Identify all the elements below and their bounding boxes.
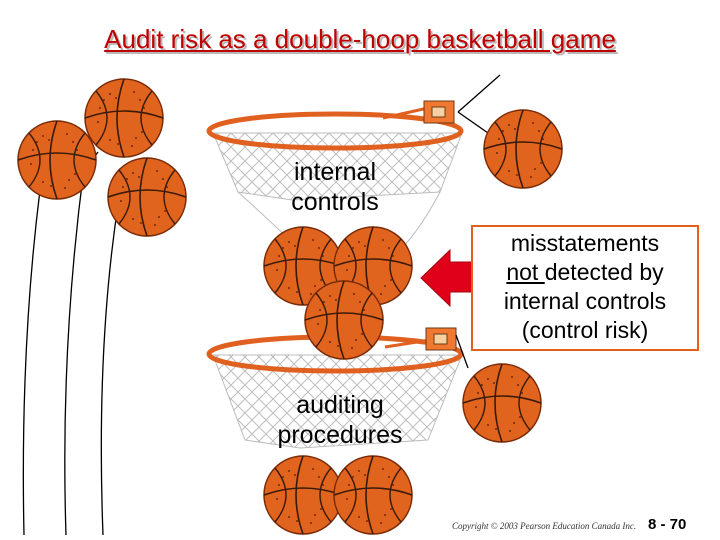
auditing-procedures-label: auditing procedures	[252, 390, 428, 450]
top-backboard-icon	[424, 75, 500, 133]
basketball-icon	[305, 281, 383, 359]
page-number: 8 - 70	[648, 516, 686, 533]
control-risk-callout: misstatements not detected by internal c…	[471, 225, 699, 351]
callout-line-1: misstatements	[473, 229, 697, 258]
callout-underlined-word: not	[506, 259, 544, 285]
basketball-icon	[108, 158, 186, 236]
basketball-icon	[18, 121, 96, 199]
copyright-notice: Copyright © 2003 Pearson Education Canad…	[452, 521, 636, 531]
basketball-icon	[85, 79, 163, 157]
callout-line-2-rest: detected by	[545, 259, 664, 285]
basketball-icon	[463, 364, 541, 442]
arrow-icon	[421, 250, 472, 306]
basketball-icon	[484, 110, 562, 188]
callout-line-4: (control risk)	[473, 316, 697, 345]
trajectory-lines	[23, 152, 118, 535]
callout-line-3: internal controls	[473, 287, 697, 316]
internal-controls-label: internal controls	[270, 157, 400, 217]
basketball-icon	[334, 456, 412, 534]
basketball-icon	[264, 456, 342, 534]
callout-line-2: not detected by	[473, 258, 697, 287]
